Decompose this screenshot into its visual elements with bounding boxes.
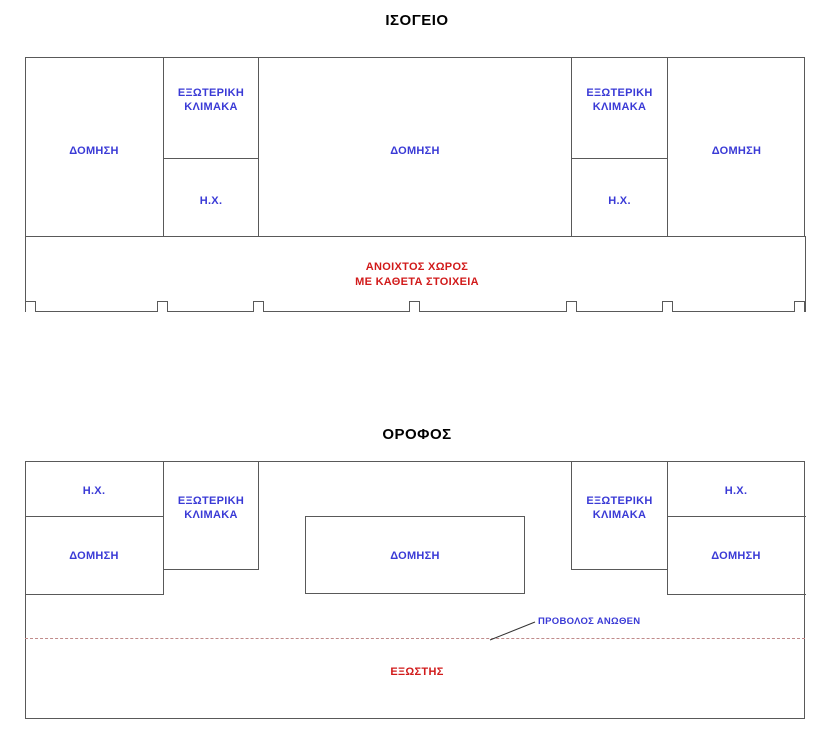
room-label-right-stair-line1: ΕΞΩΤΕΡΙΚΗ [586,87,653,99]
pilaster [253,301,264,312]
upper-right-stair-bottom [571,569,668,570]
divider-right-stair-hx [571,158,668,159]
room-label-left-domisi: ΔΟΜΗΣΗ [69,145,119,157]
room-label-left-hx: Η.Χ. [199,195,223,207]
upper-room-label-right-domisi: ΔΟΜΗΣΗ [711,550,761,562]
pilaster [157,301,168,312]
upper-room-center-domisi [305,516,525,594]
pilaster [25,301,36,312]
pilaster [662,301,673,312]
open-space-label-line1: ΑΝΟΙΧΤΟΣ ΧΩΡΟΣ [365,261,469,273]
balcony-label: ΕΞΩΣΤΗΣ [390,666,444,678]
upper-floor-outline [25,461,805,719]
upper-right-block-bottom [667,594,806,595]
room-label-left-stair-line2: ΚΛΙΜΑΚΑ [184,101,238,113]
upper-room-label-left-domisi: ΔΟΜΗΣΗ [69,550,119,562]
pilaster [566,301,577,312]
upper-left-block-bottom [25,594,164,595]
room-label-right-hx: Η.Χ. [608,195,631,207]
upper-room-label-right-hx: Η.Χ. [724,485,748,497]
ground-floor-plan: ΔΟΜΗΣΗ ΕΞΩΤΕΡΙΚΗ ΚΛΙΜΑΚΑ Η.Χ. ΔΟΜΗΣΗ ΕΞΩ… [0,0,834,330]
upper-right-stair-left-edge [571,461,572,569]
room-label-right-stair-line2: ΚΛΙΜΑΚΑ [592,101,647,113]
cantilever-leader-line [489,621,536,641]
upper-left-block-right-edge [163,461,164,594]
cantilever-note: ΠΡΟΒΟΛΟΣ ΑΝΩΘΕΝ [538,616,641,627]
upper-floor-title: ΟΡΟΦΟΣ [382,426,452,443]
upper-room-label-center-domisi: ΔΟΜΗΣΗ [390,550,440,562]
upper-room-label-right-stair-line1: ΕΞΩΤΕΡΙΚΗ [586,495,653,507]
upper-room-label-left-stair-line1: ΕΞΩΤΕΡΙΚΗ [177,495,245,507]
upper-room-label-right-stair-line2: ΚΛΙΜΑΚΑ [592,509,647,521]
cantilever-dashed-line [25,638,805,639]
upper-room-label-left-hx: Η.Χ. [82,485,106,497]
divider-center-right-stair [571,57,572,237]
divider-left-domisi-stair [163,57,164,237]
room-label-left-stair-line1: ΕΞΩΤΕΡΙΚΗ [177,87,245,99]
room-label-right-domisi: ΔΟΜΗΣΗ [711,145,762,157]
upper-right-block-left-edge [667,461,668,594]
open-space-right-edge [805,236,806,311]
upper-left-stair-bottom [163,569,259,570]
ground-floor-title: ΙΣΟΓΕΙΟ [385,12,449,29]
divider-left-stair-center [258,57,259,237]
ground-floor-outline [25,57,805,237]
pilaster [409,301,420,312]
divider-right-stair-domisi [667,57,668,237]
open-space-left-edge [25,236,26,311]
upper-left-stair-right-edge [258,461,259,569]
divider-left-stair-hx [163,158,259,159]
upper-right-hx-domisi-divider [667,516,806,517]
open-space-label-line2: ΜΕ ΚΑΘΕΤΑ ΣΤΟΙΧΕΙΑ [355,276,479,288]
pilaster [794,301,805,312]
upper-left-hx-domisi-divider [25,516,164,517]
room-label-center-domisi: ΔΟΜΗΣΗ [390,145,440,157]
upper-room-label-left-stair-line2: ΚΛΙΜΑΚΑ [184,509,238,521]
